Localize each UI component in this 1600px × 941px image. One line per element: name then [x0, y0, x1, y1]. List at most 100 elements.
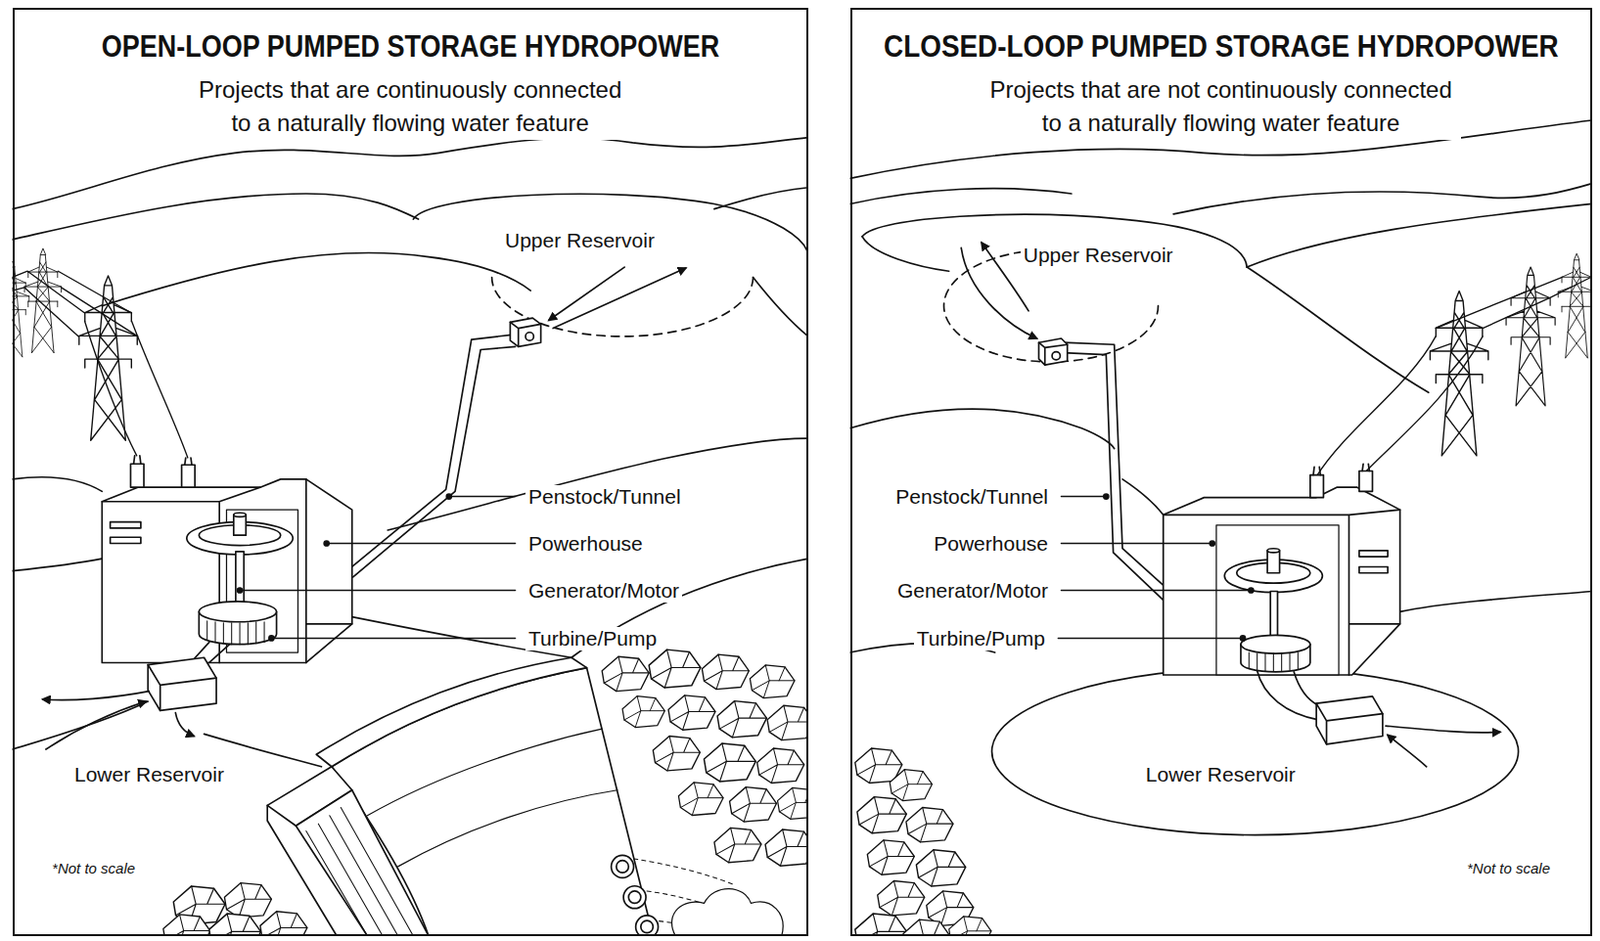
part-label: Powerhouse: [525, 532, 646, 556]
powerhouse: [1163, 509, 1401, 676]
leader-line: [1239, 636, 1245, 641]
upper-reservoir: [862, 236, 950, 272]
intake: [509, 318, 541, 347]
outlet: [147, 665, 217, 712]
powerhouse: [235, 551, 244, 603]
panel-title: CLOSED-LOOP PUMPED STORAGE HYDROPOWER: [879, 28, 1562, 64]
dam: [267, 657, 783, 937]
leader-line: [1057, 497, 1251, 640]
dam: [611, 855, 635, 878]
riprap: [777, 787, 809, 820]
riprap: [903, 919, 951, 937]
part-label: Lower Reservoir: [71, 763, 228, 787]
dam: [616, 861, 630, 874]
riprap: [601, 656, 649, 691]
riprap: [703, 743, 756, 782]
riprap: [163, 649, 809, 937]
riprap: [915, 850, 965, 887]
riprap: [757, 748, 805, 783]
open-loop-illustration: [12, 137, 809, 937]
hills: [12, 558, 103, 572]
powerhouse: [1310, 475, 1325, 499]
upper-reservoir: [981, 242, 1029, 312]
part-label: Lower Reservoir: [1142, 763, 1299, 787]
transmission-lines: [132, 320, 188, 458]
powerhouse: [184, 457, 192, 465]
outlet: [1385, 726, 1501, 733]
transmission-lines: [12, 271, 138, 337]
panel-subtitle: Projects that are not continuously conne…: [981, 73, 1462, 140]
leader-line: [1209, 541, 1215, 547]
part-label: Upper Reservoir: [1020, 243, 1177, 268]
hills: [204, 733, 322, 767]
powerhouse: [101, 479, 352, 664]
dam: [295, 790, 429, 937]
outlet: [43, 691, 149, 701]
transmission-lines: [1317, 336, 1436, 476]
intake: [1038, 338, 1067, 366]
transmission-lines: [1557, 254, 1592, 359]
outlet: [1257, 671, 1501, 768]
powerhouse: [1359, 471, 1373, 493]
riprap: [855, 748, 992, 937]
intake: [509, 318, 541, 347]
powerhouse: [1270, 592, 1278, 638]
closed-loop-illustration: [850, 120, 1593, 937]
outlet: [1316, 703, 1383, 745]
hills: [1246, 203, 1592, 268]
upper-reservoir: [862, 214, 1247, 268]
part-label: Penstock/Tunnel: [892, 485, 1052, 509]
riprap: [717, 701, 767, 738]
riprap: [765, 829, 809, 867]
hills: [571, 558, 809, 658]
part-label: Generator/Motor: [525, 579, 683, 603]
hills: [850, 643, 996, 653]
dam: [672, 889, 784, 937]
part-label: Penstock/Tunnel: [525, 485, 685, 509]
part-label: Turbine/Pump: [525, 627, 660, 651]
riprap: [730, 787, 778, 823]
riprap: [714, 827, 762, 863]
powerhouse: [134, 456, 141, 464]
riprap: [224, 883, 272, 918]
penstock: [347, 334, 516, 572]
riprap: [701, 654, 749, 689]
hills: [1246, 267, 1429, 393]
powerhouse: [1163, 463, 1401, 676]
transmission-lines: [1366, 336, 1483, 472]
panel-box: OPEN-LOOP PUMPED STORAGE HYDROPOWERProje…: [12, 7, 809, 937]
riprap: [857, 797, 907, 834]
powerhouse: [1163, 487, 1401, 676]
outlet: [147, 657, 217, 711]
dam: [366, 729, 617, 868]
powerhouse: [233, 514, 247, 536]
part-label: Generator/Motor: [894, 579, 1052, 603]
penstock: [347, 334, 516, 578]
hills: [12, 477, 103, 493]
hills: [12, 137, 809, 210]
leader-line: [236, 588, 242, 594]
riprap: [867, 840, 915, 875]
riprap: [906, 807, 954, 842]
hills: [714, 187, 809, 210]
riprap: [767, 705, 809, 740]
hills: [12, 193, 419, 240]
riprap: [652, 736, 700, 772]
upper-reservoir: [412, 193, 809, 337]
riprap: [749, 665, 795, 699]
dam: [636, 915, 659, 937]
panel-subtitle: Projects that are continuously connected…: [189, 73, 631, 140]
powerhouse: [130, 463, 144, 488]
outlet: [1316, 696, 1383, 745]
penstock: [353, 346, 516, 578]
riprap: [648, 649, 701, 688]
transmission-lines: [85, 320, 138, 457]
transmission-lines: [1506, 267, 1555, 407]
hills: [387, 438, 809, 531]
hills: [850, 188, 1072, 205]
leader-line: [323, 541, 329, 547]
